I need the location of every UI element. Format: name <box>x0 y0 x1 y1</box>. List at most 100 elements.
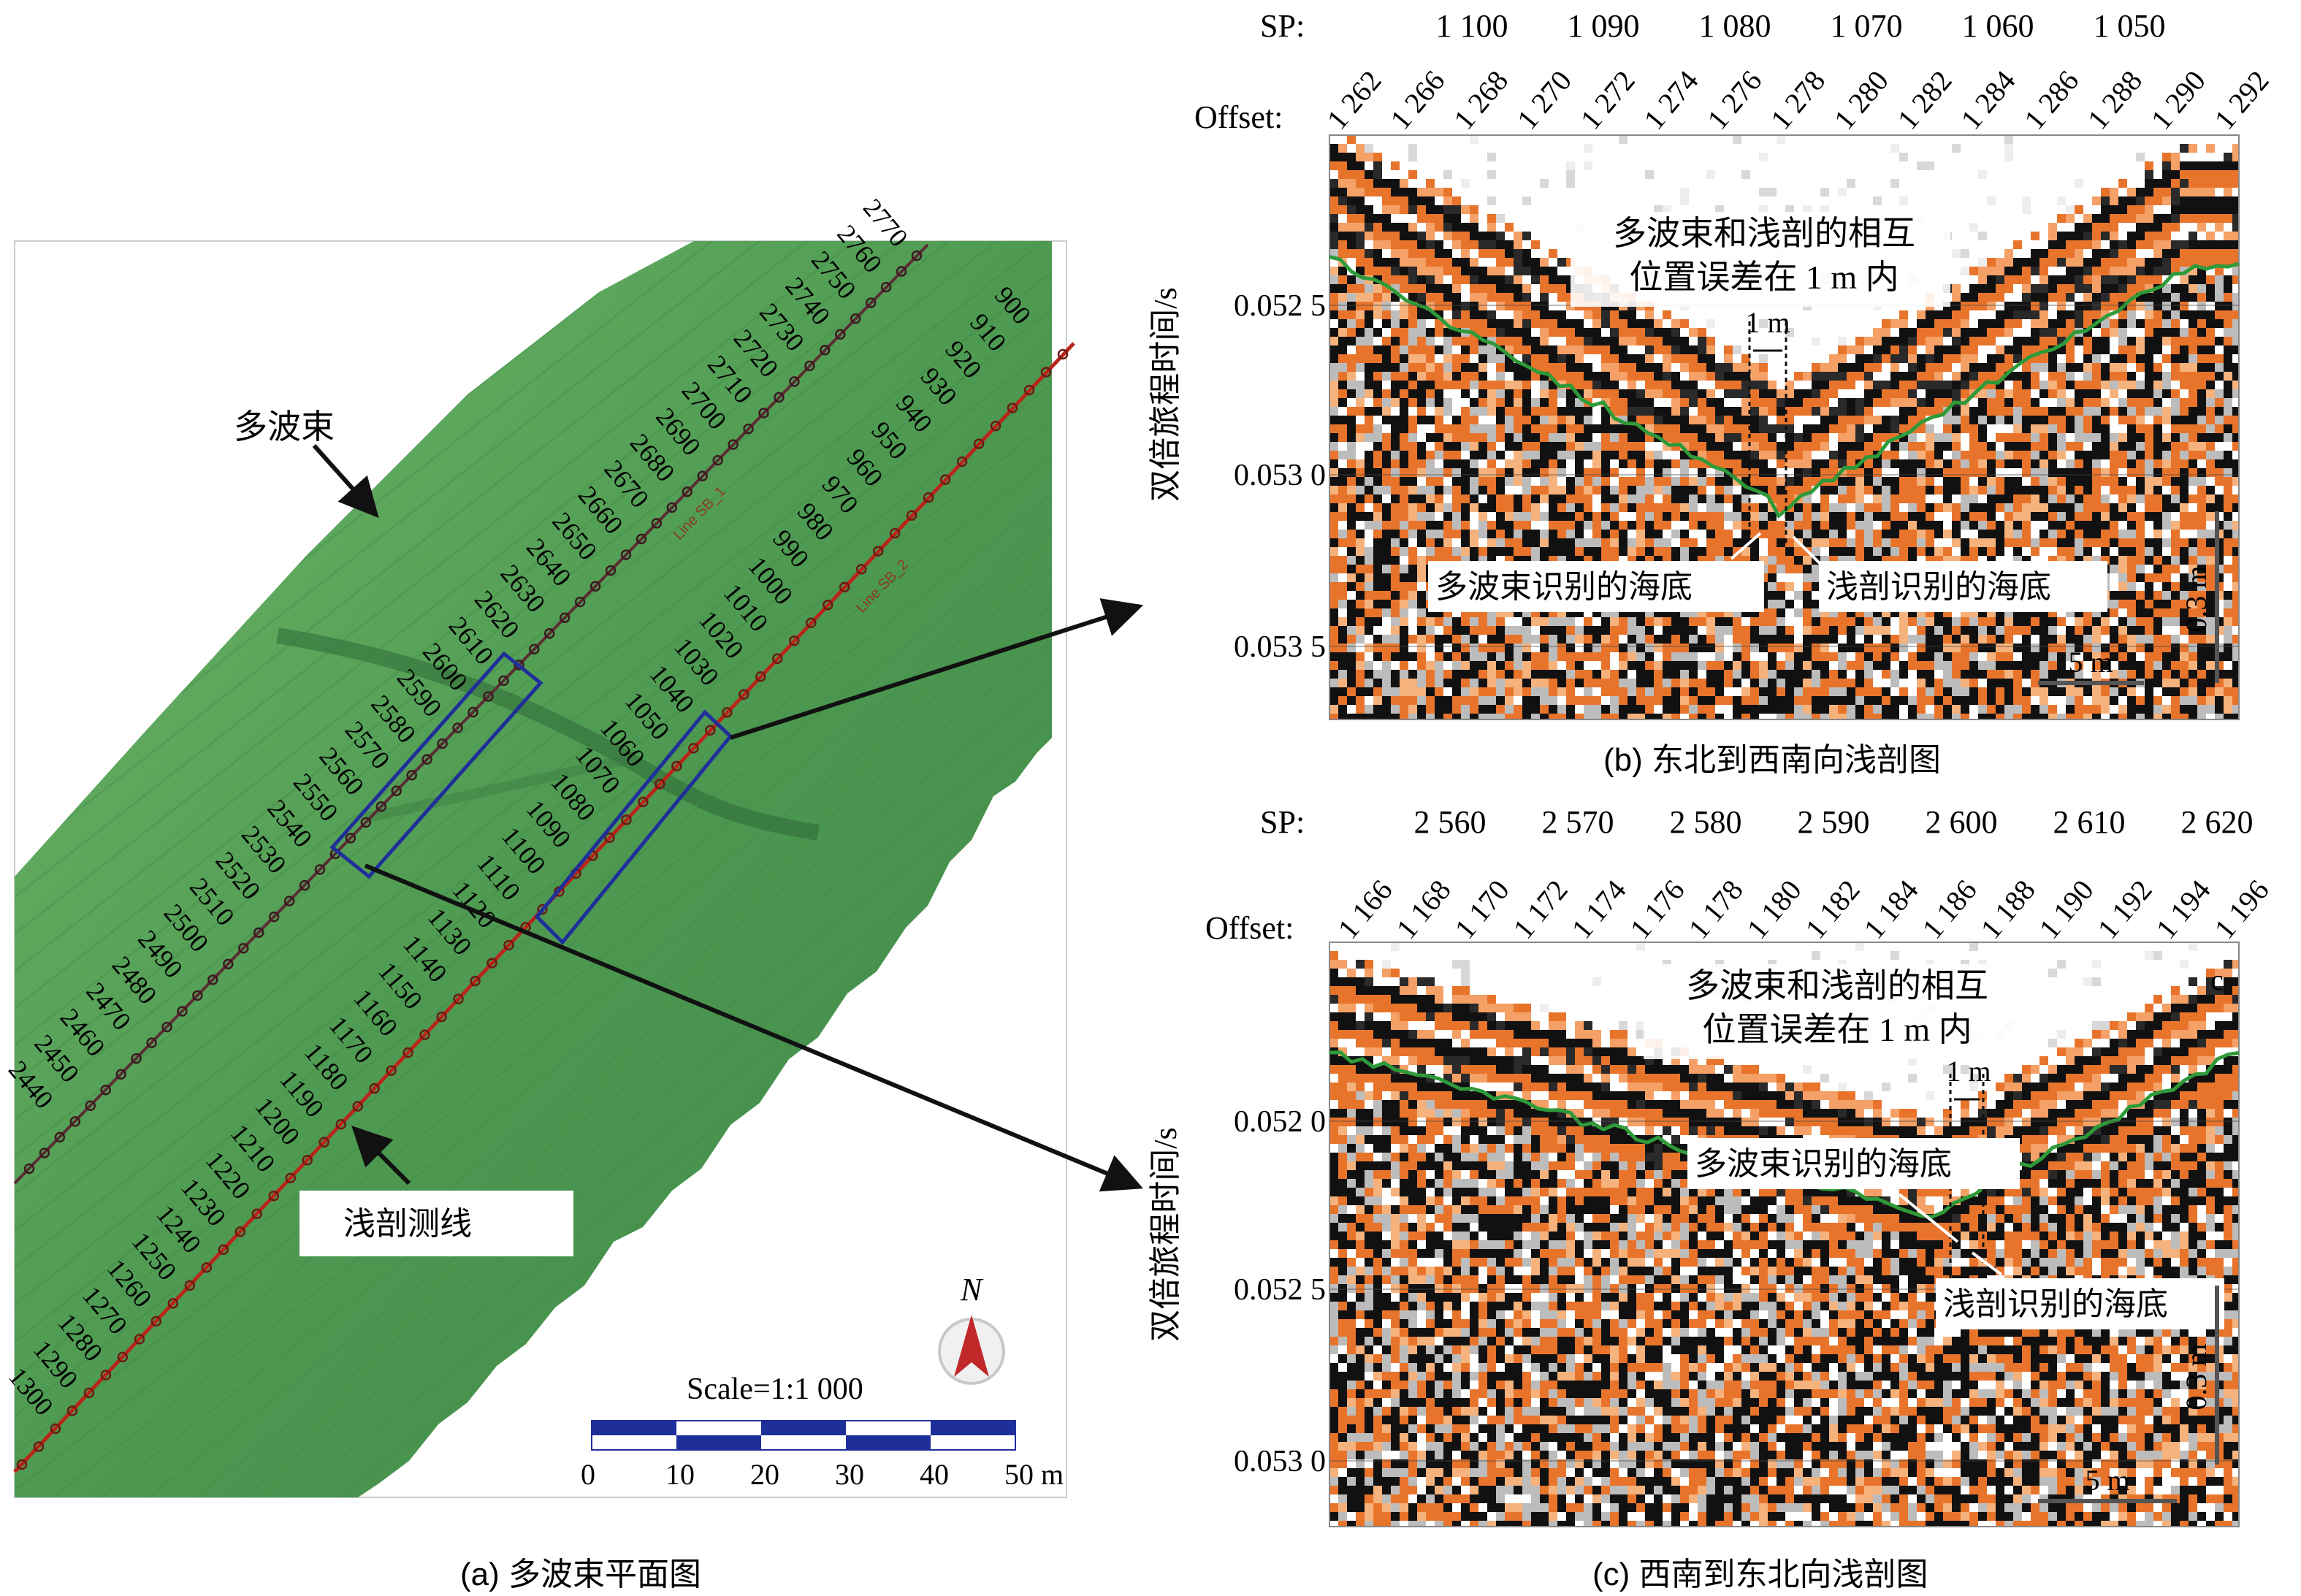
seismic-cell <box>2075 345 2083 354</box>
seismic-cell <box>1382 670 1391 679</box>
seismic-cell <box>1969 547 1978 556</box>
seismic-cell <box>1373 495 1382 503</box>
seismic-cell <box>1917 328 1926 337</box>
seismic-cell <box>1969 363 1978 372</box>
seismic-cell <box>1706 424 1715 433</box>
seismic-cell <box>1908 486 1917 495</box>
seismic-cell <box>1619 521 1628 530</box>
seismic-cell <box>1864 398 1873 407</box>
seismic-cell <box>1829 626 1838 635</box>
seismic-cell <box>1365 205 1373 214</box>
seismic-cell <box>1356 249 1365 258</box>
seismic-cell <box>1426 495 1435 503</box>
seismic-cell <box>1794 617 1803 626</box>
seismic-cell <box>1996 424 2004 433</box>
seismic-cell <box>1365 258 1373 267</box>
seismic-cell <box>1549 249 1557 258</box>
seismic-cell <box>1680 337 1689 345</box>
seismic-cell <box>2092 495 2101 503</box>
seismic-cell <box>1601 661 1610 670</box>
seismic-cell <box>1373 442 1382 451</box>
seismic-cell <box>1908 345 1917 354</box>
seismic-cell <box>1759 644 1768 652</box>
seismic-cell <box>2066 302 2075 310</box>
scale-tick-label: 40 <box>920 1458 949 1491</box>
seismic-cell <box>1452 372 1461 381</box>
seismic-cell <box>1943 687 1952 696</box>
seismic-cell <box>1961 328 1969 337</box>
seismic-cell <box>1487 258 1496 267</box>
seismic-cell <box>1373 626 1382 635</box>
seismic-cell <box>1408 337 1417 345</box>
seismic-cell <box>1794 644 1803 652</box>
seismic-cell <box>2013 407 2022 416</box>
seismic-cell <box>1601 416 1610 424</box>
seismic-cell <box>1628 328 1636 337</box>
seismic-cell <box>1698 398 1706 407</box>
seismic-cell <box>1777 565 1785 573</box>
seismic-cell <box>2022 521 2031 530</box>
seismic-cell <box>1408 521 1417 530</box>
seismic-cell <box>1934 372 1943 381</box>
seismic-cell <box>1435 451 1443 459</box>
seismic-cell <box>1592 538 1601 547</box>
seismic-cell <box>1715 381 1724 389</box>
seismic-cell <box>1478 240 1487 249</box>
shotpoint-dot <box>671 760 682 772</box>
seismic-cell <box>1934 363 1943 372</box>
seismic-cell <box>1356 442 1365 451</box>
seismic-cell <box>1514 679 1522 687</box>
seismic-cell <box>1943 442 1952 451</box>
seismic-cell <box>1803 644 1812 652</box>
seismic-cell <box>1864 687 1873 696</box>
seismic-cell <box>1443 424 1452 433</box>
seismic-cell <box>2075 705 2083 714</box>
seismic-cell <box>2048 477 2057 486</box>
seismic-cell <box>2039 687 2048 696</box>
seismic-cell <box>1706 170 1715 179</box>
seismic-cell <box>2022 486 2031 495</box>
seismic-cell <box>1969 398 1978 407</box>
seismic-cell <box>1391 275 1400 284</box>
seismic-cell <box>1557 354 1566 363</box>
seismic-cell <box>1601 389 1610 398</box>
seismic-cell <box>1356 188 1365 196</box>
seismic-cell <box>1733 635 1741 644</box>
seismic-cell <box>1794 424 1803 433</box>
seismic-cell <box>1847 407 1855 416</box>
seismic-cell <box>1987 521 1996 530</box>
arrow-to-panel-b <box>730 598 1144 740</box>
seismic-cell <box>1601 442 1610 451</box>
seismic-cell <box>1505 319 1514 328</box>
seismic-cell <box>1338 345 1347 354</box>
seismic-cell <box>1347 310 1356 319</box>
seismic-cell <box>1400 170 1408 179</box>
seismic-cell <box>1943 345 1952 354</box>
seismic-cell <box>1443 512 1452 521</box>
seismic-cell <box>1505 679 1514 687</box>
seismic-cell <box>1461 275 1470 284</box>
seismic-cell <box>1996 459 2004 468</box>
seismic-cell <box>1680 644 1689 652</box>
seismic-cell <box>1505 337 1514 345</box>
seismic-cell <box>1592 354 1601 363</box>
seismic-cell <box>1838 416 1847 424</box>
seismic-cell <box>1759 503 1768 512</box>
seismic-cell <box>2101 714 2110 719</box>
seismic-cell <box>1943 714 1952 719</box>
seismic-cell <box>1663 477 1671 486</box>
seismic-cell <box>1908 363 1917 372</box>
seismic-cell <box>1452 538 1461 547</box>
seismic-cell <box>1908 617 1917 626</box>
seismic-cell <box>1601 652 1610 661</box>
seismic-cell <box>1329 302 1338 310</box>
seismic-cell <box>1890 144 1899 153</box>
seismic-cell <box>1347 398 1356 407</box>
seismic-cell <box>1443 407 1452 416</box>
seismic-cell <box>1540 424 1549 433</box>
shotpoint-dot <box>299 879 310 891</box>
shotpoint-dot <box>822 599 833 611</box>
seismic-cell <box>2013 617 2022 626</box>
seismic-cell <box>1373 477 1382 486</box>
seismic-cell <box>1566 705 1575 714</box>
